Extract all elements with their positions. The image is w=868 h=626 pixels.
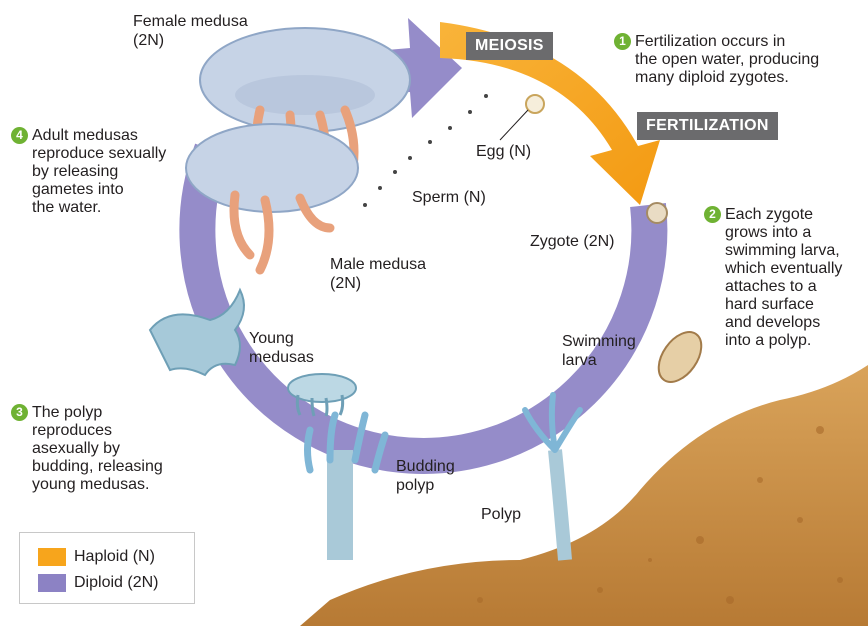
label-young-medusas-line2: medusas	[249, 349, 314, 367]
label-egg: Egg (N)	[476, 143, 531, 161]
egg	[526, 95, 544, 113]
fertilization-banner: FERTILIZATION	[637, 112, 778, 140]
meiosis-banner: MEIOSIS	[466, 32, 553, 60]
step-1-text: Fertilization occurs in the open water, …	[635, 33, 819, 87]
step-4-text: Adult medusas reproduce sexually by rele…	[32, 127, 166, 217]
young-medusa-2	[288, 374, 356, 416]
step-2-number-badge: 2	[704, 206, 721, 223]
legend: Haploid (N) Diploid (2N)	[19, 532, 195, 604]
label-budding-polyp-line1: Budding	[396, 458, 455, 476]
label-zygote: Zygote (2N)	[530, 233, 614, 251]
label-budding-polyp-line2: polyp	[396, 477, 434, 495]
label-female-medusa: Female medusa	[133, 13, 248, 31]
step-3-text: The polyp reproduces asexually by buddin…	[32, 404, 163, 494]
legend-label-diploid: Diploid (2N)	[74, 573, 158, 593]
label-young-medusas-line1: Young	[249, 330, 294, 348]
step-3-number-badge: 3	[11, 404, 28, 421]
label-male-medusa-ploidy: (2N)	[330, 275, 361, 293]
legend-swatch-haploid	[38, 548, 66, 566]
legend-label-haploid: Haploid (N)	[74, 547, 155, 567]
polyp	[525, 395, 580, 560]
zygote	[647, 203, 667, 223]
label-sperm: Sperm (N)	[412, 189, 486, 207]
step-2-text: Each zygote grows into a swimming larva,…	[725, 206, 842, 350]
step-1-number-badge: 1	[614, 33, 631, 50]
step-4-number-badge: 4	[11, 127, 28, 144]
label-male-medusa: Male medusa	[330, 256, 426, 274]
swimming-larva	[650, 324, 710, 389]
legend-swatch-diploid	[38, 574, 66, 592]
label-swimming-larva-line1: Swimming	[562, 333, 636, 351]
label-polyp: Polyp	[481, 506, 521, 524]
label-female-medusa-ploidy: (2N)	[133, 32, 164, 50]
label-swimming-larva-line2: larva	[562, 352, 597, 370]
egg-pointer	[500, 110, 528, 140]
